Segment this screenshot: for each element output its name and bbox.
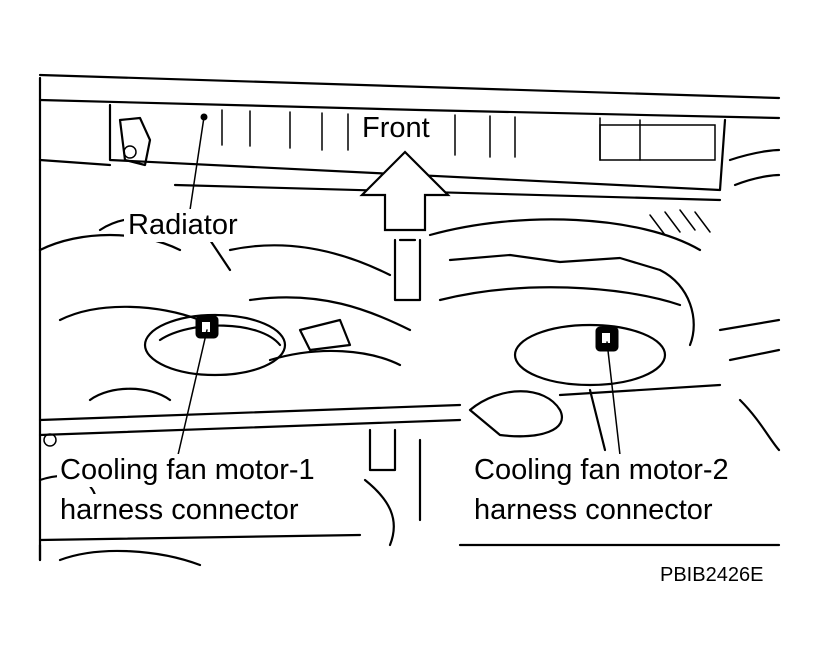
fan-motor-1-label-line1: Cooling fan motor-1 (57, 454, 318, 487)
central-hoses (228, 238, 422, 367)
fan2-leader (606, 341, 621, 456)
fan-shroud-right (428, 209, 711, 387)
hood-edge (38, 73, 781, 100)
fan-motor-2-label-line2: harness connector (471, 494, 716, 527)
cross-member (38, 403, 462, 422)
connector-1-icon (195, 315, 219, 339)
lower-left-details (38, 387, 397, 567)
right-lower-details (418, 318, 781, 547)
fan-motor-1-label-line2: harness connector (57, 494, 302, 527)
front-label: Front (358, 112, 434, 145)
fan-shroud-left (38, 216, 287, 377)
connector-2-icon (595, 326, 619, 352)
radiator-label: Radiator (124, 209, 242, 242)
fan-motor-2-label-line1: Cooling fan motor-2 (471, 454, 732, 487)
radiator-leader (189, 116, 205, 211)
reference-code: PBIB2426E (660, 564, 764, 586)
left-bracket (118, 116, 152, 167)
right-fins (649, 209, 711, 236)
radiator-slats (221, 109, 716, 161)
upper-panel (38, 98, 781, 120)
upper-right-hose (728, 148, 781, 162)
fan1-leader (177, 329, 208, 456)
front-arrow-icon (359, 150, 451, 232)
